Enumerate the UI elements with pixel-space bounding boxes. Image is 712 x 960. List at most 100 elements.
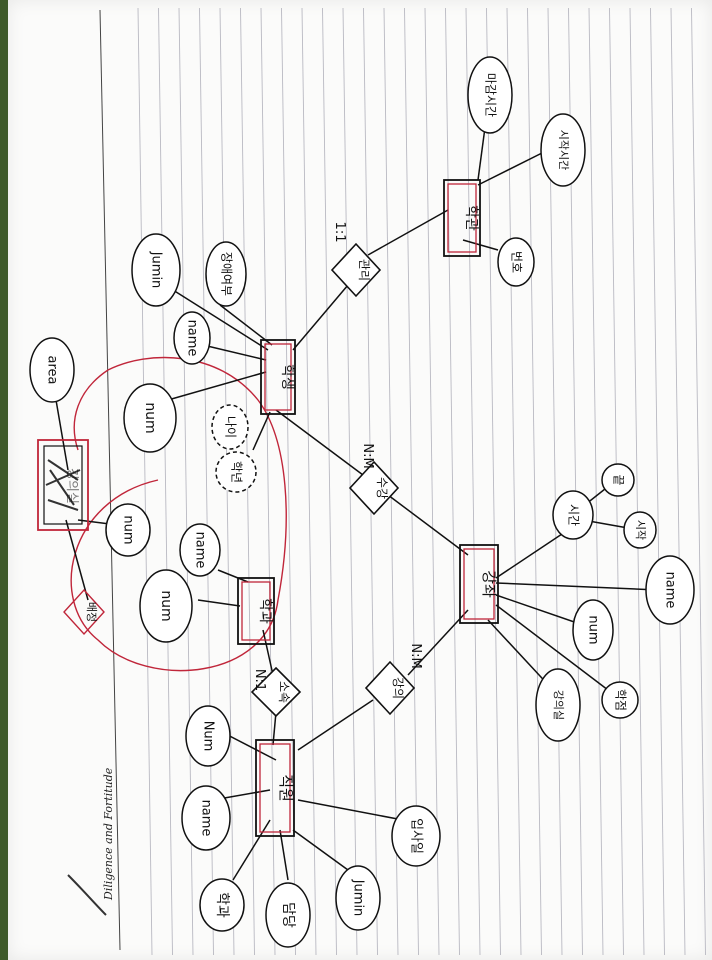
attribute-label: Jumin xyxy=(149,251,164,289)
attribute-course-1: num xyxy=(572,599,614,661)
ruled-line xyxy=(424,7,440,956)
ruled-line xyxy=(486,7,501,956)
notebook-page: Diligence and Fortitude xyxy=(8,0,712,960)
attribute-hall-2: 마감시간 xyxy=(467,56,513,134)
attribute-label: 강의실 xyxy=(552,690,565,720)
attribute-label: 학점 xyxy=(614,689,628,711)
relationship-belongs-label: 소속 xyxy=(277,681,291,703)
attribute-label: num xyxy=(586,615,601,644)
ruled-line xyxy=(158,7,173,956)
attribute-label: 담당 xyxy=(280,902,296,928)
entity-lecture-room-label: 강의실 xyxy=(64,468,79,504)
attribute-label: 나이 xyxy=(224,416,238,438)
attribute-label: 마감시간 xyxy=(484,73,498,117)
attribute-course-4: 끝 xyxy=(601,463,635,497)
attribute-employee-2: 담당 xyxy=(265,882,311,948)
attribute-student-3: 장애여부 xyxy=(205,241,247,307)
cardinality-teaches: N:M xyxy=(408,643,423,668)
attribute-label: num xyxy=(158,590,174,621)
ruled-line xyxy=(322,7,337,956)
entity-employee-label: 직원 xyxy=(277,774,295,802)
attribute-label: 번호 xyxy=(510,251,524,273)
relationship-enroll-label: 수강 xyxy=(375,477,389,499)
attribute-label: Jumin xyxy=(351,879,366,917)
attribute-label: 입사일 xyxy=(409,818,424,854)
cardinality-manage: 1:1 xyxy=(332,222,347,243)
connector-lines xyxy=(55,104,659,881)
entity-student: 학생 xyxy=(260,339,296,415)
relationship-enroll: 수강 N:M xyxy=(348,443,400,516)
relationship-teaches-label: 강의 xyxy=(391,677,405,699)
attribute-label: name xyxy=(199,800,214,837)
attribute-course-6: 강의실 xyxy=(535,668,581,742)
attribute-label: 시작시간 xyxy=(557,130,570,170)
ruled-line xyxy=(301,7,317,956)
attribute-hall-0: 번호 xyxy=(497,237,535,287)
ruled-line xyxy=(342,7,358,956)
attribute-course-2: 시간 xyxy=(552,490,594,540)
entity-hall-label: 학관 xyxy=(463,205,479,231)
attribute-label: name xyxy=(193,532,208,569)
relationship-teaches: 강의 N:M xyxy=(364,643,423,716)
entity-employee: 직원 xyxy=(255,739,295,837)
attribute-student-5: 학년 xyxy=(215,451,257,493)
relationship-manage: 관리 1:1 xyxy=(330,222,382,298)
attribute-student-1: name xyxy=(173,311,211,365)
attribute-employee-4: Jumin xyxy=(335,865,381,931)
attribute-label: num xyxy=(121,515,136,544)
entity-department: 학과 xyxy=(237,577,275,645)
entity-department-label: 학과 xyxy=(257,598,273,624)
ruled-line xyxy=(691,7,706,956)
attribute-label: 학년 xyxy=(230,461,244,483)
attribute-employee-1: Num xyxy=(185,705,231,767)
attribute-employee-0: name xyxy=(181,785,231,851)
ruled-line xyxy=(137,7,153,956)
attribute-label: name xyxy=(185,320,200,357)
entity-course: 강좌 xyxy=(459,544,499,624)
feather-icon xyxy=(67,874,107,916)
attribute-student-2: Jumin xyxy=(131,233,181,307)
attribute-course-3: 시작 xyxy=(623,511,657,549)
relationship-belongs: 소속 N:1 xyxy=(250,666,302,718)
attribute-course-5: 학점 xyxy=(601,681,639,719)
attribute-student-4: 나이 xyxy=(211,404,249,450)
ruled-line xyxy=(506,7,522,956)
attribute-label: 시간 xyxy=(567,504,581,526)
entity-student-label: 학생 xyxy=(279,364,295,390)
attribute-label: num xyxy=(142,402,158,433)
attribute-label: 끝 xyxy=(612,474,626,485)
attribute-label: 장애여부 xyxy=(220,252,234,296)
attribute-student-0: num xyxy=(123,383,177,453)
ruled-line xyxy=(670,7,686,956)
attribute-employee-3: 학과 xyxy=(199,878,245,932)
attribute-department-1: name xyxy=(179,523,221,577)
ruled-line xyxy=(260,7,276,956)
scribble-marks xyxy=(45,459,81,511)
ruled-line xyxy=(527,7,542,956)
attribute-hall-1: 시작시간 xyxy=(540,113,586,187)
ruled-line xyxy=(588,7,604,956)
entity-course-label: 강좌 xyxy=(480,570,498,598)
entity-hall: 학관 xyxy=(443,179,481,257)
attribute-course-0: name xyxy=(645,555,695,625)
cardinality-belongs: N:1 xyxy=(252,669,267,691)
relationship-manage-label: 관리 xyxy=(357,259,371,281)
attribute-label: 시작 xyxy=(634,520,647,540)
ruled-line xyxy=(465,7,481,956)
attribute-employee-5: 입사일 xyxy=(391,805,441,867)
ruled-line xyxy=(650,7,665,956)
notebook-motto: Diligence and Fortitude xyxy=(102,767,115,901)
entity-lecture-room: 강의실 xyxy=(37,439,89,531)
attribute-label: 학과 xyxy=(214,892,230,918)
relationship-assign: 배정 xyxy=(63,588,105,636)
ruled-line xyxy=(445,7,460,956)
attribute-lecture-room-1: area xyxy=(29,337,75,403)
ruled-line xyxy=(404,7,419,956)
attribute-department-0: num xyxy=(139,569,193,643)
attribute-label: area xyxy=(45,356,60,385)
ruled-line xyxy=(629,7,645,956)
attribute-lecture-room-0: num xyxy=(105,503,151,557)
margin-line xyxy=(99,9,121,951)
attribute-label: name xyxy=(663,572,678,609)
